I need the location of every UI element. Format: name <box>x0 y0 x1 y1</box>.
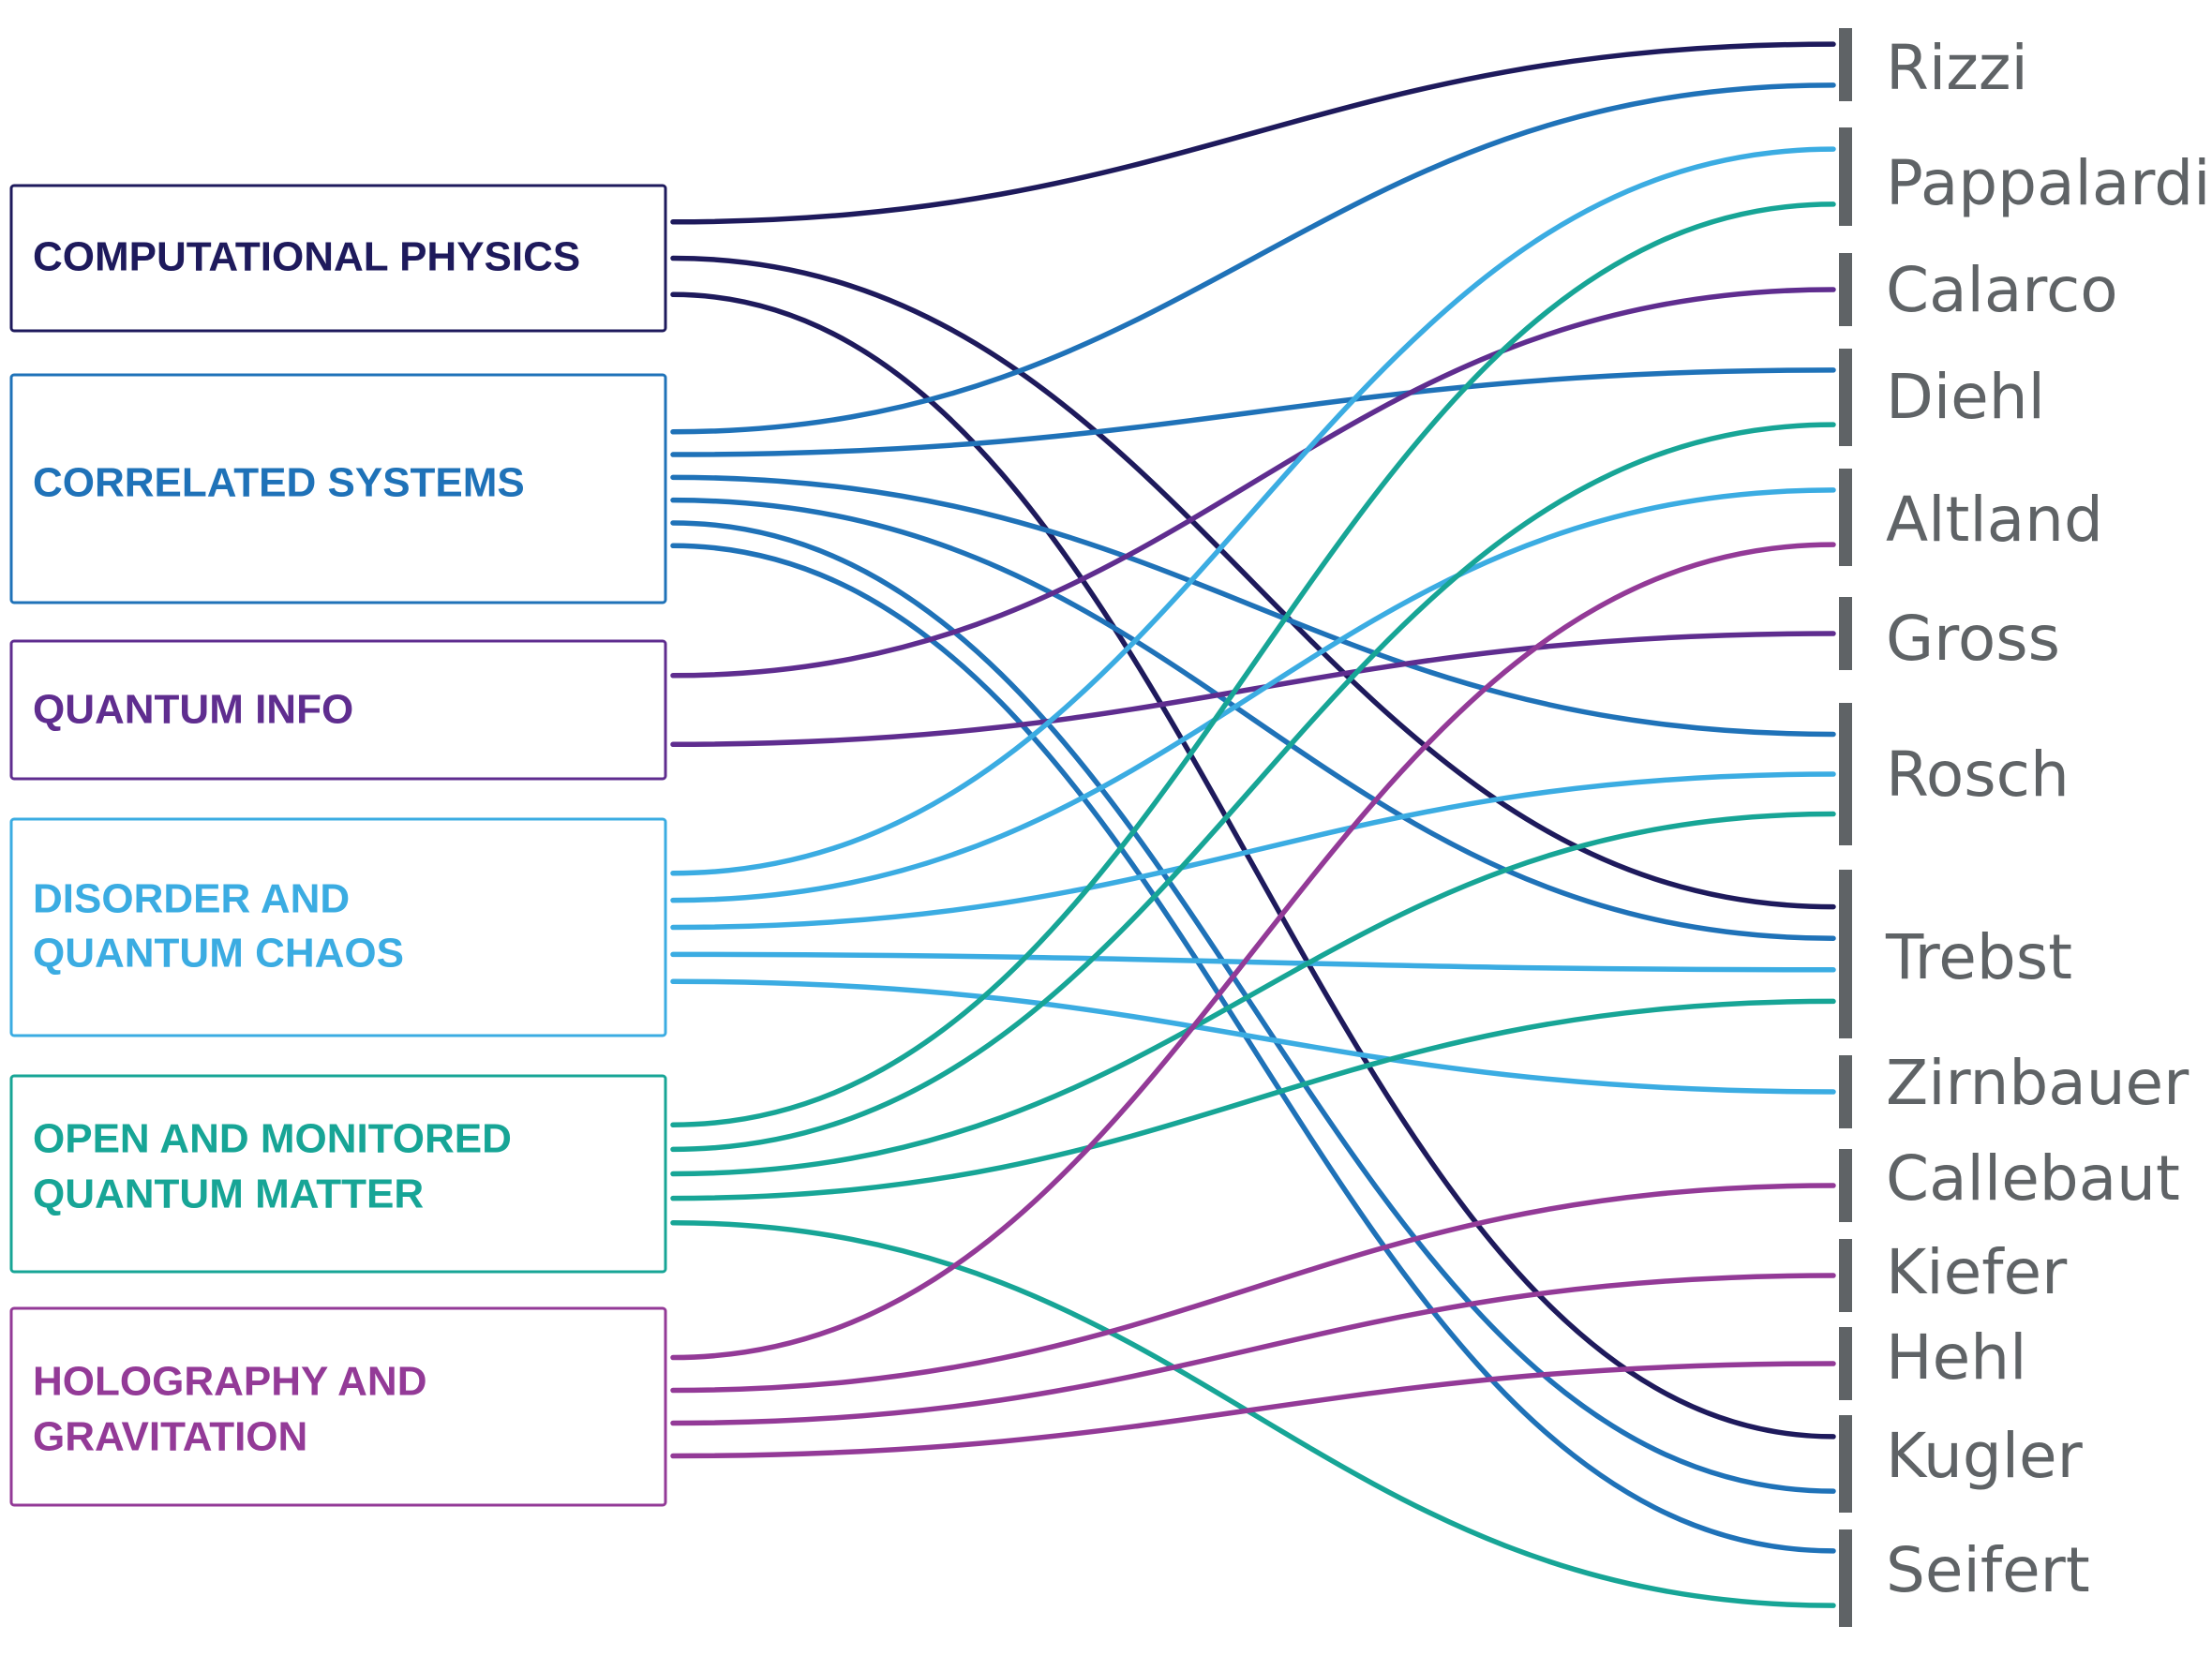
flow-holo-kiefer <box>670 1273 1836 1426</box>
topic-box-qinfo <box>9 639 667 781</box>
person-label-callebaut: Callebaut <box>1886 1142 2180 1215</box>
flow-disorder-pappalardi <box>670 146 1836 876</box>
flow-disorder-rosch <box>670 771 1836 931</box>
person-bar-calarco <box>1839 253 1852 326</box>
person-bar-kugler <box>1839 1415 1852 1513</box>
flow-lines <box>670 41 1836 1608</box>
person-bar-rosch <box>1839 703 1852 845</box>
person-bar-altland <box>1839 469 1852 566</box>
topic-box-open <box>9 1074 667 1274</box>
flow-qinfo-gross <box>670 631 1836 747</box>
person-label-diehl: Diehl <box>1886 361 2045 433</box>
person-label-zirnbauer: Zirnbauer <box>1886 1047 2190 1119</box>
topic-box-corr <box>9 373 667 604</box>
topic-label-open: QUANTUM MATTER <box>33 1171 424 1217</box>
flow-disorder-altland <box>670 487 1836 903</box>
flow-comp-trebst <box>670 255 1836 910</box>
person-bar-hehl <box>1839 1327 1852 1400</box>
topic-label-qinfo: QUANTUM INFO <box>33 687 353 733</box>
flow-corr-diehl <box>670 367 1836 457</box>
person-label-pappalardi: Pappalardi <box>1886 147 2211 219</box>
person-bar-seifert <box>1839 1529 1852 1627</box>
flow-corr-kugler <box>670 520 1836 1494</box>
person-label-altland: Altland <box>1886 484 2103 556</box>
topic-label-comp: COMPUTATIONAL PHYSICS <box>33 234 580 280</box>
flow-open-trebst <box>670 998 1836 1201</box>
topic-label-open: OPEN AND MONITORED <box>33 1116 512 1162</box>
topic-label-holo: GRAVITATION <box>33 1414 307 1460</box>
research-topics: COMPUTATIONAL PHYSICS CORRELATED SYSTEMS Q… <box>9 184 667 1507</box>
topic-box-comp <box>9 184 667 333</box>
person-bar-diehl <box>1839 349 1852 446</box>
person-bar-kiefer <box>1839 1239 1852 1312</box>
person-label-rizzi: Rizzi <box>1886 32 2028 104</box>
person-bar-zirnbauer <box>1839 1055 1852 1128</box>
person-label-seifert: Seifert <box>1886 1534 2090 1606</box>
flow-comp-rizzi <box>670 41 1836 225</box>
flow-corr-trebst <box>670 497 1836 941</box>
topic-label-disorder: DISORDER AND <box>33 876 350 922</box>
person-bar-rizzi <box>1839 28 1852 101</box>
person-bar-pappalardi <box>1839 127 1852 226</box>
person-label-rosch: Rosch <box>1886 738 2070 811</box>
flow-open-pappalardi <box>670 201 1836 1127</box>
flow-holo-hehl <box>670 1361 1836 1459</box>
person-label-kugler: Kugler <box>1886 1420 2084 1492</box>
topic-label-holo: HOLOGRAPHY AND <box>33 1359 426 1405</box>
flow-holo-altland <box>670 542 1836 1361</box>
person-label-hehl: Hehl <box>1886 1321 2026 1394</box>
person-bar-trebst <box>1839 870 1852 1038</box>
person-label-gross: Gross <box>1886 603 2060 675</box>
flow-comp-kugler <box>670 291 1836 1440</box>
topic-box-holo <box>9 1306 667 1507</box>
flow-corr-rosch <box>670 474 1836 738</box>
flow-qinfo-calarco <box>670 287 1836 679</box>
person-bar-callebaut <box>1839 1149 1852 1222</box>
person-label-calarco: Calarco <box>1886 254 2118 326</box>
flow-disorder-zirnbauer <box>670 978 1836 1095</box>
flow-open-seifert <box>670 1220 1836 1608</box>
flow-open-diehl <box>670 422 1836 1153</box>
person-label-trebst: Trebst <box>1885 921 2072 993</box>
topic-label-disorder: QUANTUM CHAOS <box>33 931 404 977</box>
people-list: RizziPappalardiCalarcoDiehlAltlandGrossR… <box>1839 28 2211 1627</box>
flow-corr-seifert <box>670 543 1836 1554</box>
topic-box-disorder <box>9 817 667 1037</box>
flow-open-rosch <box>670 811 1836 1177</box>
flow-holo-callebaut <box>670 1183 1836 1394</box>
person-label-kiefer: Kiefer <box>1886 1236 2068 1308</box>
flow-corr-rizzi <box>670 82 1836 435</box>
flow-disorder-trebst <box>670 951 1836 973</box>
topic-label-corr: CORRELATED SYSTEMS <box>33 460 525 506</box>
person-bar-gross <box>1839 597 1852 670</box>
